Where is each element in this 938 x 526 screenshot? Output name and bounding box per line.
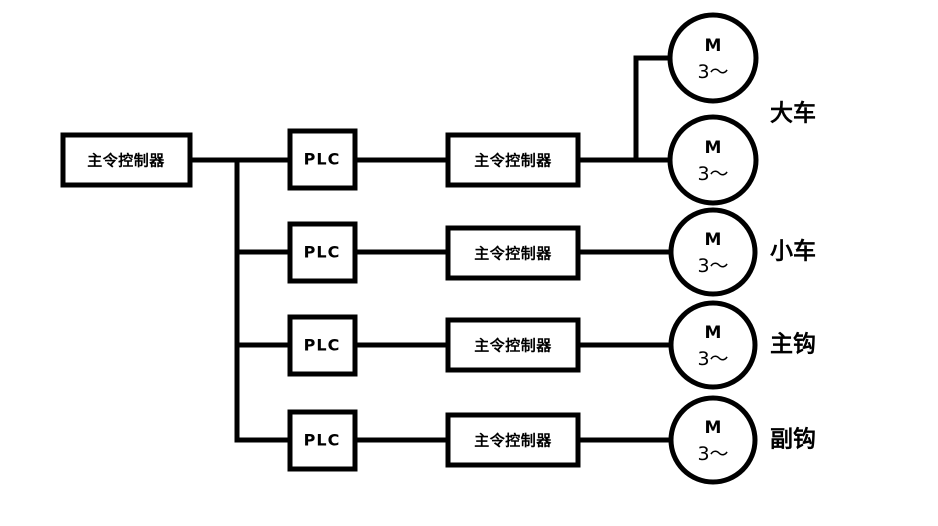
master-controller-box[interactable] [60,132,193,188]
controller-label-small-cart: 主令控制器 [474,245,552,263]
plc-box-large-cart[interactable] [287,128,358,191]
controller-box-large-cart[interactable] [445,132,581,188]
plc-box-main-hook[interactable] [287,314,358,377]
motor-bottom-text-large-cart-1: 3～ [697,61,728,83]
motor-small-cart-1[interactable]: M 3～ [668,207,758,297]
plc-label-large-cart: PLC [304,150,341,169]
motor-large-cart-2[interactable]: M 3～ [667,114,759,206]
group-label-auxiliary-hook: 副钩 [770,426,816,453]
branch-large-cart: PLC 主令控制器 M 3～ M 3～ 大车 [287,12,816,206]
motor-circle-large-cart-1[interactable] [667,12,759,104]
motor-top-text-auxiliary-hook-1: M [705,418,722,438]
controller-box-small-cart[interactable] [445,225,581,281]
motor-auxiliary-hook-1[interactable]: M 3～ [668,395,758,485]
branch-main-hook: PLC 主令控制器 M 3～ 主钩 [287,300,816,390]
master-controller-node[interactable]: 主令控制器 [60,132,193,188]
plc-label-auxiliary-hook: PLC [304,431,341,450]
motor-bottom-text-auxiliary-hook-1: 3～ [697,443,728,465]
wiring-layer [187,55,674,443]
motor-main-hook-1[interactable]: M 3～ [668,300,758,390]
plc-box-small-cart[interactable] [287,221,358,284]
motor-top-text-small-cart-1: M [705,230,722,250]
motor-circle-small-cart-1[interactable] [668,207,758,297]
motor-top-text-main-hook-1: M [705,323,722,343]
motor-circle-large-cart-2[interactable] [667,114,759,206]
group-label-main-hook: 主钩 [770,331,816,358]
motor-top-text-large-cart-1: M [705,36,722,56]
plc-box-auxiliary-hook[interactable] [287,409,358,472]
motor-circle-main-hook-1[interactable] [668,300,758,390]
controller-box-main-hook[interactable] [445,317,581,373]
controller-label-main-hook: 主令控制器 [474,337,552,355]
controller-label-large-cart: 主令控制器 [474,152,552,170]
branch-auxiliary-hook: PLC 主令控制器 M 3～ 副钩 [287,395,816,485]
motor-large-cart-1[interactable]: M 3～ [667,12,759,104]
group-label-small-cart: 小车 [770,238,816,265]
controller-box-auxiliary-hook[interactable] [445,412,581,468]
motor-top-text-large-cart-2: M [705,138,722,158]
controller-label-auxiliary-hook: 主令控制器 [474,432,552,450]
motor-circle-auxiliary-hook-1[interactable] [668,395,758,485]
branch-small-cart: PLC 主令控制器 M 3～ 小车 [287,207,816,297]
motor-bottom-text-large-cart-2: 3～ [697,163,728,185]
plc-label-small-cart: PLC [304,243,341,262]
motor-bottom-text-main-hook-1: 3～ [697,348,728,370]
group-label-large-cart: 大车 [770,100,816,127]
master-controller-label: 主令控制器 [87,152,165,170]
motor-bottom-text-small-cart-1: 3～ [697,255,728,277]
plc-label-main-hook: PLC [304,336,341,355]
